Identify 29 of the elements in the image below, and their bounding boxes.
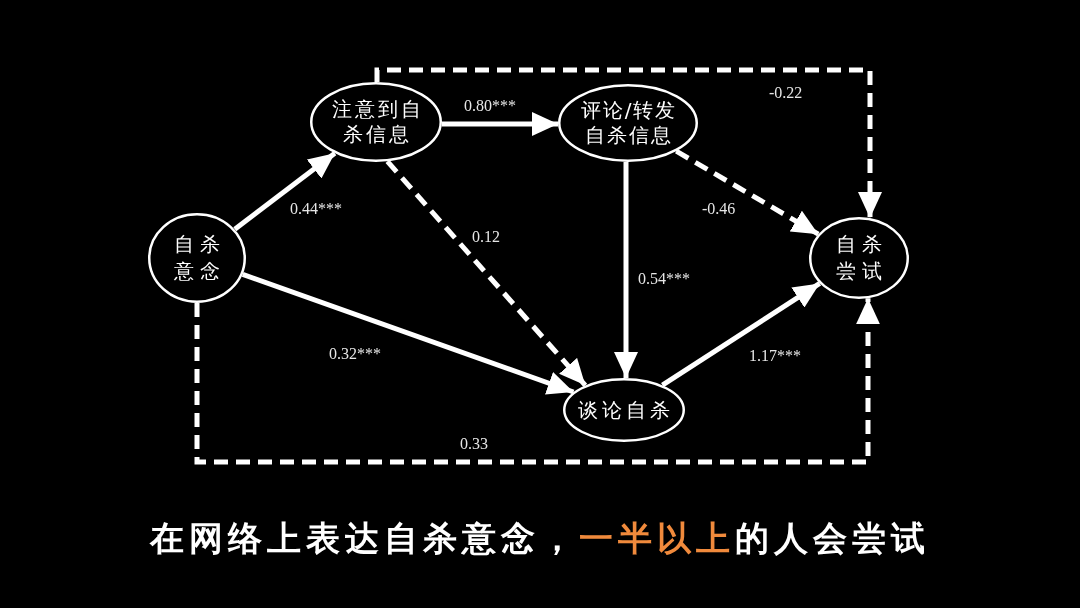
node-label: 注意到自杀信息 <box>330 97 425 147</box>
node-label: 谈论自杀 <box>577 397 675 423</box>
edge-label: 0.32*** <box>327 345 383 362</box>
dashed-arrow <box>194 298 880 465</box>
arrow <box>233 151 337 232</box>
arrow <box>241 271 575 395</box>
ellipse-node <box>310 82 442 162</box>
ellipse-node <box>148 213 246 303</box>
caption: 在网络上表达自杀意念，一半以上的人会尝试 <box>148 517 931 560</box>
dashed-arrow <box>385 159 588 387</box>
ellipse-node <box>809 217 909 299</box>
dashed-arrow <box>675 149 820 237</box>
edge-label: 0.33 <box>458 435 490 452</box>
edge-label: -0.46 <box>700 200 738 217</box>
edge-label: 1.17*** <box>747 347 803 364</box>
edge-label: -0.22 <box>767 84 805 101</box>
node-label: 自杀意念 <box>173 231 227 285</box>
ellipse-node <box>563 378 685 442</box>
dashed-arrow <box>374 67 882 218</box>
node-label: 自杀尝试 <box>835 231 889 285</box>
edge-label: 0.44*** <box>288 200 344 217</box>
edge-label: 0.12 <box>470 228 502 245</box>
edge-label: 0.80*** <box>462 97 518 114</box>
arrow <box>441 112 558 136</box>
edge-label: 0.54*** <box>636 270 692 287</box>
node-label: 评论/转发自杀信息 <box>579 98 679 148</box>
arrow <box>614 162 638 378</box>
arrow <box>661 281 822 388</box>
ellipse-node <box>558 84 698 162</box>
